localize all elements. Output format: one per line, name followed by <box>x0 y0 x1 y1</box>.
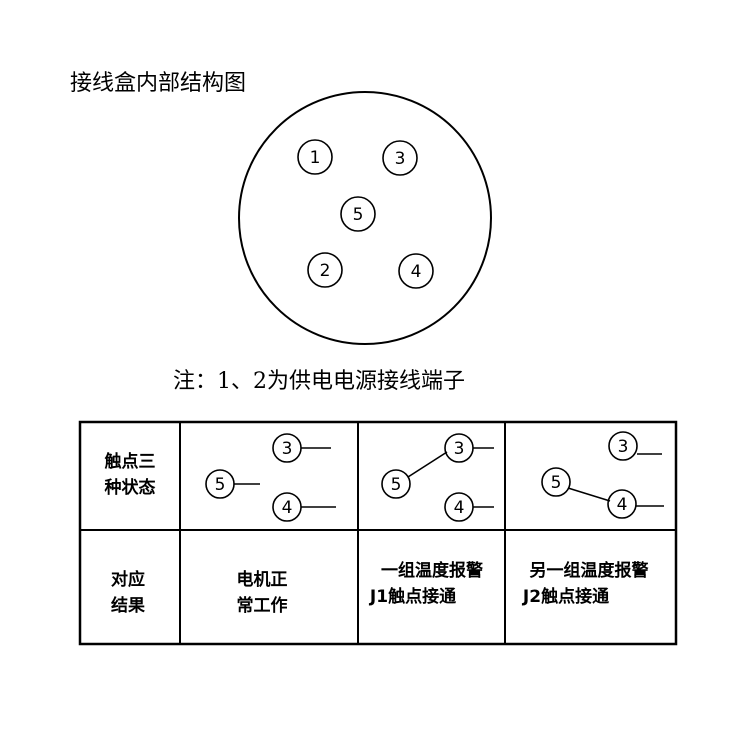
state3-terminal-3: 3 <box>618 437 629 457</box>
state2-terminal-5: 5 <box>391 475 402 495</box>
terminal-3: 3 <box>382 140 418 176</box>
result-3-line2: J2触点接通 <box>522 586 609 607</box>
state-table: 触点三 种状态 对应 结果 3 5 4 3 5 4 <box>78 420 678 646</box>
table-border <box>78 420 678 646</box>
state2-terminal-4: 4 <box>454 498 465 518</box>
diagram-title: 接线盒内部结构图 <box>70 71 246 96</box>
state1-terminal-5: 5 <box>215 475 226 495</box>
state1-terminal-3: 3 <box>282 439 293 459</box>
result-3-line1: 另一组温度报警 <box>530 560 649 581</box>
state1-terminal-4: 4 <box>282 498 293 518</box>
state3-terminal-4: 4 <box>617 495 628 515</box>
contact-state-2: 3 5 4 <box>381 433 494 522</box>
state3-terminal-5: 5 <box>551 473 562 493</box>
terminal-2-label: 2 <box>320 261 331 281</box>
junction-box-outline <box>238 91 492 345</box>
contact-state-3: 3 5 4 <box>541 431 664 519</box>
row1-header-line2: 种状态 <box>104 477 156 498</box>
terminal-4: 4 <box>398 253 434 289</box>
terminal-5: 5 <box>340 196 376 232</box>
state2-terminal-3: 3 <box>454 439 465 459</box>
row2-header-line2: 结果 <box>111 595 145 616</box>
terminal-3-label: 3 <box>395 149 406 169</box>
note-text: 注：1、2为供电电源接线端子 <box>173 369 465 394</box>
terminal-5-label: 5 <box>353 205 364 225</box>
terminal-2: 2 <box>307 252 343 288</box>
contact-state-1: 3 5 4 <box>205 433 336 522</box>
terminal-1: 1 <box>297 139 333 175</box>
row1-header-line1: 触点三 <box>104 451 156 472</box>
result-2-line1: 一组温度报警 <box>381 560 483 581</box>
terminal-4-label: 4 <box>411 262 422 282</box>
row2-header-line1: 对应 <box>111 569 145 590</box>
result-1-line1: 电机正 <box>237 569 288 590</box>
result-2-line2: J1触点接通 <box>369 586 456 607</box>
terminal-1-label: 1 <box>310 148 321 168</box>
result-1-line2: 常工作 <box>237 595 288 616</box>
